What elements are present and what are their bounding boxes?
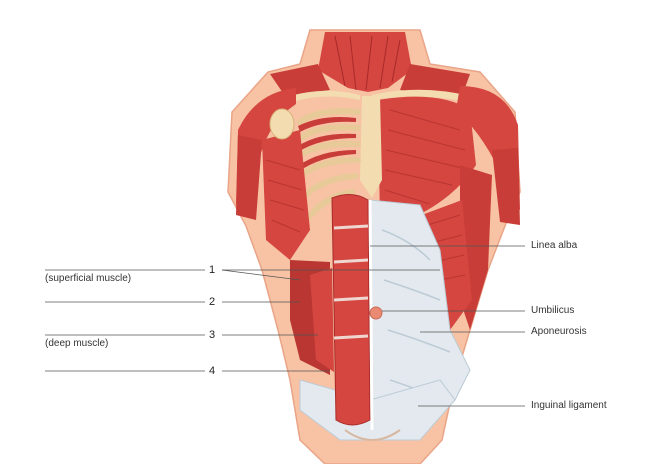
- label-number-3: 3: [209, 329, 216, 341]
- label-number-1: 1: [209, 264, 216, 276]
- pectoralis-major: [378, 96, 476, 226]
- trapezius-left: [270, 64, 330, 96]
- arm-left: [236, 135, 262, 220]
- deltoid-left: [236, 88, 296, 205]
- trapezius-right: [400, 64, 470, 96]
- label-caption-superficial-muscle: (superficial muscle): [45, 273, 132, 284]
- clavicle-left: [290, 90, 360, 102]
- sternum: [360, 96, 382, 198]
- arm-right: [492, 148, 520, 225]
- pectoralis-striations: [384, 109, 466, 205]
- label-number-4: 4: [209, 365, 216, 377]
- tendinous-intersections: [333, 224, 369, 340]
- label-inguinal-ligament: Inguinal ligament: [531, 400, 607, 411]
- umbilicus: [369, 306, 383, 320]
- aponeurosis-shading: [381, 229, 451, 401]
- neck-muscle-striations: [334, 35, 401, 91]
- flank-muscle-inner: [310, 268, 334, 372]
- label-linea-alba: Linea alba: [531, 240, 578, 251]
- neck-muscles: [318, 32, 412, 92]
- rib-cage: [293, 108, 361, 221]
- rectus-abdominis: [331, 194, 371, 426]
- humerus-head: [269, 108, 295, 140]
- label-number-2: 2: [209, 296, 216, 308]
- label-umbilicus: Umbilicus: [531, 305, 575, 316]
- intercostal-muscles: [298, 117, 356, 172]
- label-aponeurosis: Aponeurosis: [531, 326, 587, 337]
- leader-lines: [45, 245, 525, 407]
- pubic-region: [344, 429, 401, 441]
- label-caption-deep-muscle: (deep muscle): [45, 338, 109, 349]
- clavicle-right: [372, 89, 470, 102]
- serratus-striations: [265, 159, 305, 233]
